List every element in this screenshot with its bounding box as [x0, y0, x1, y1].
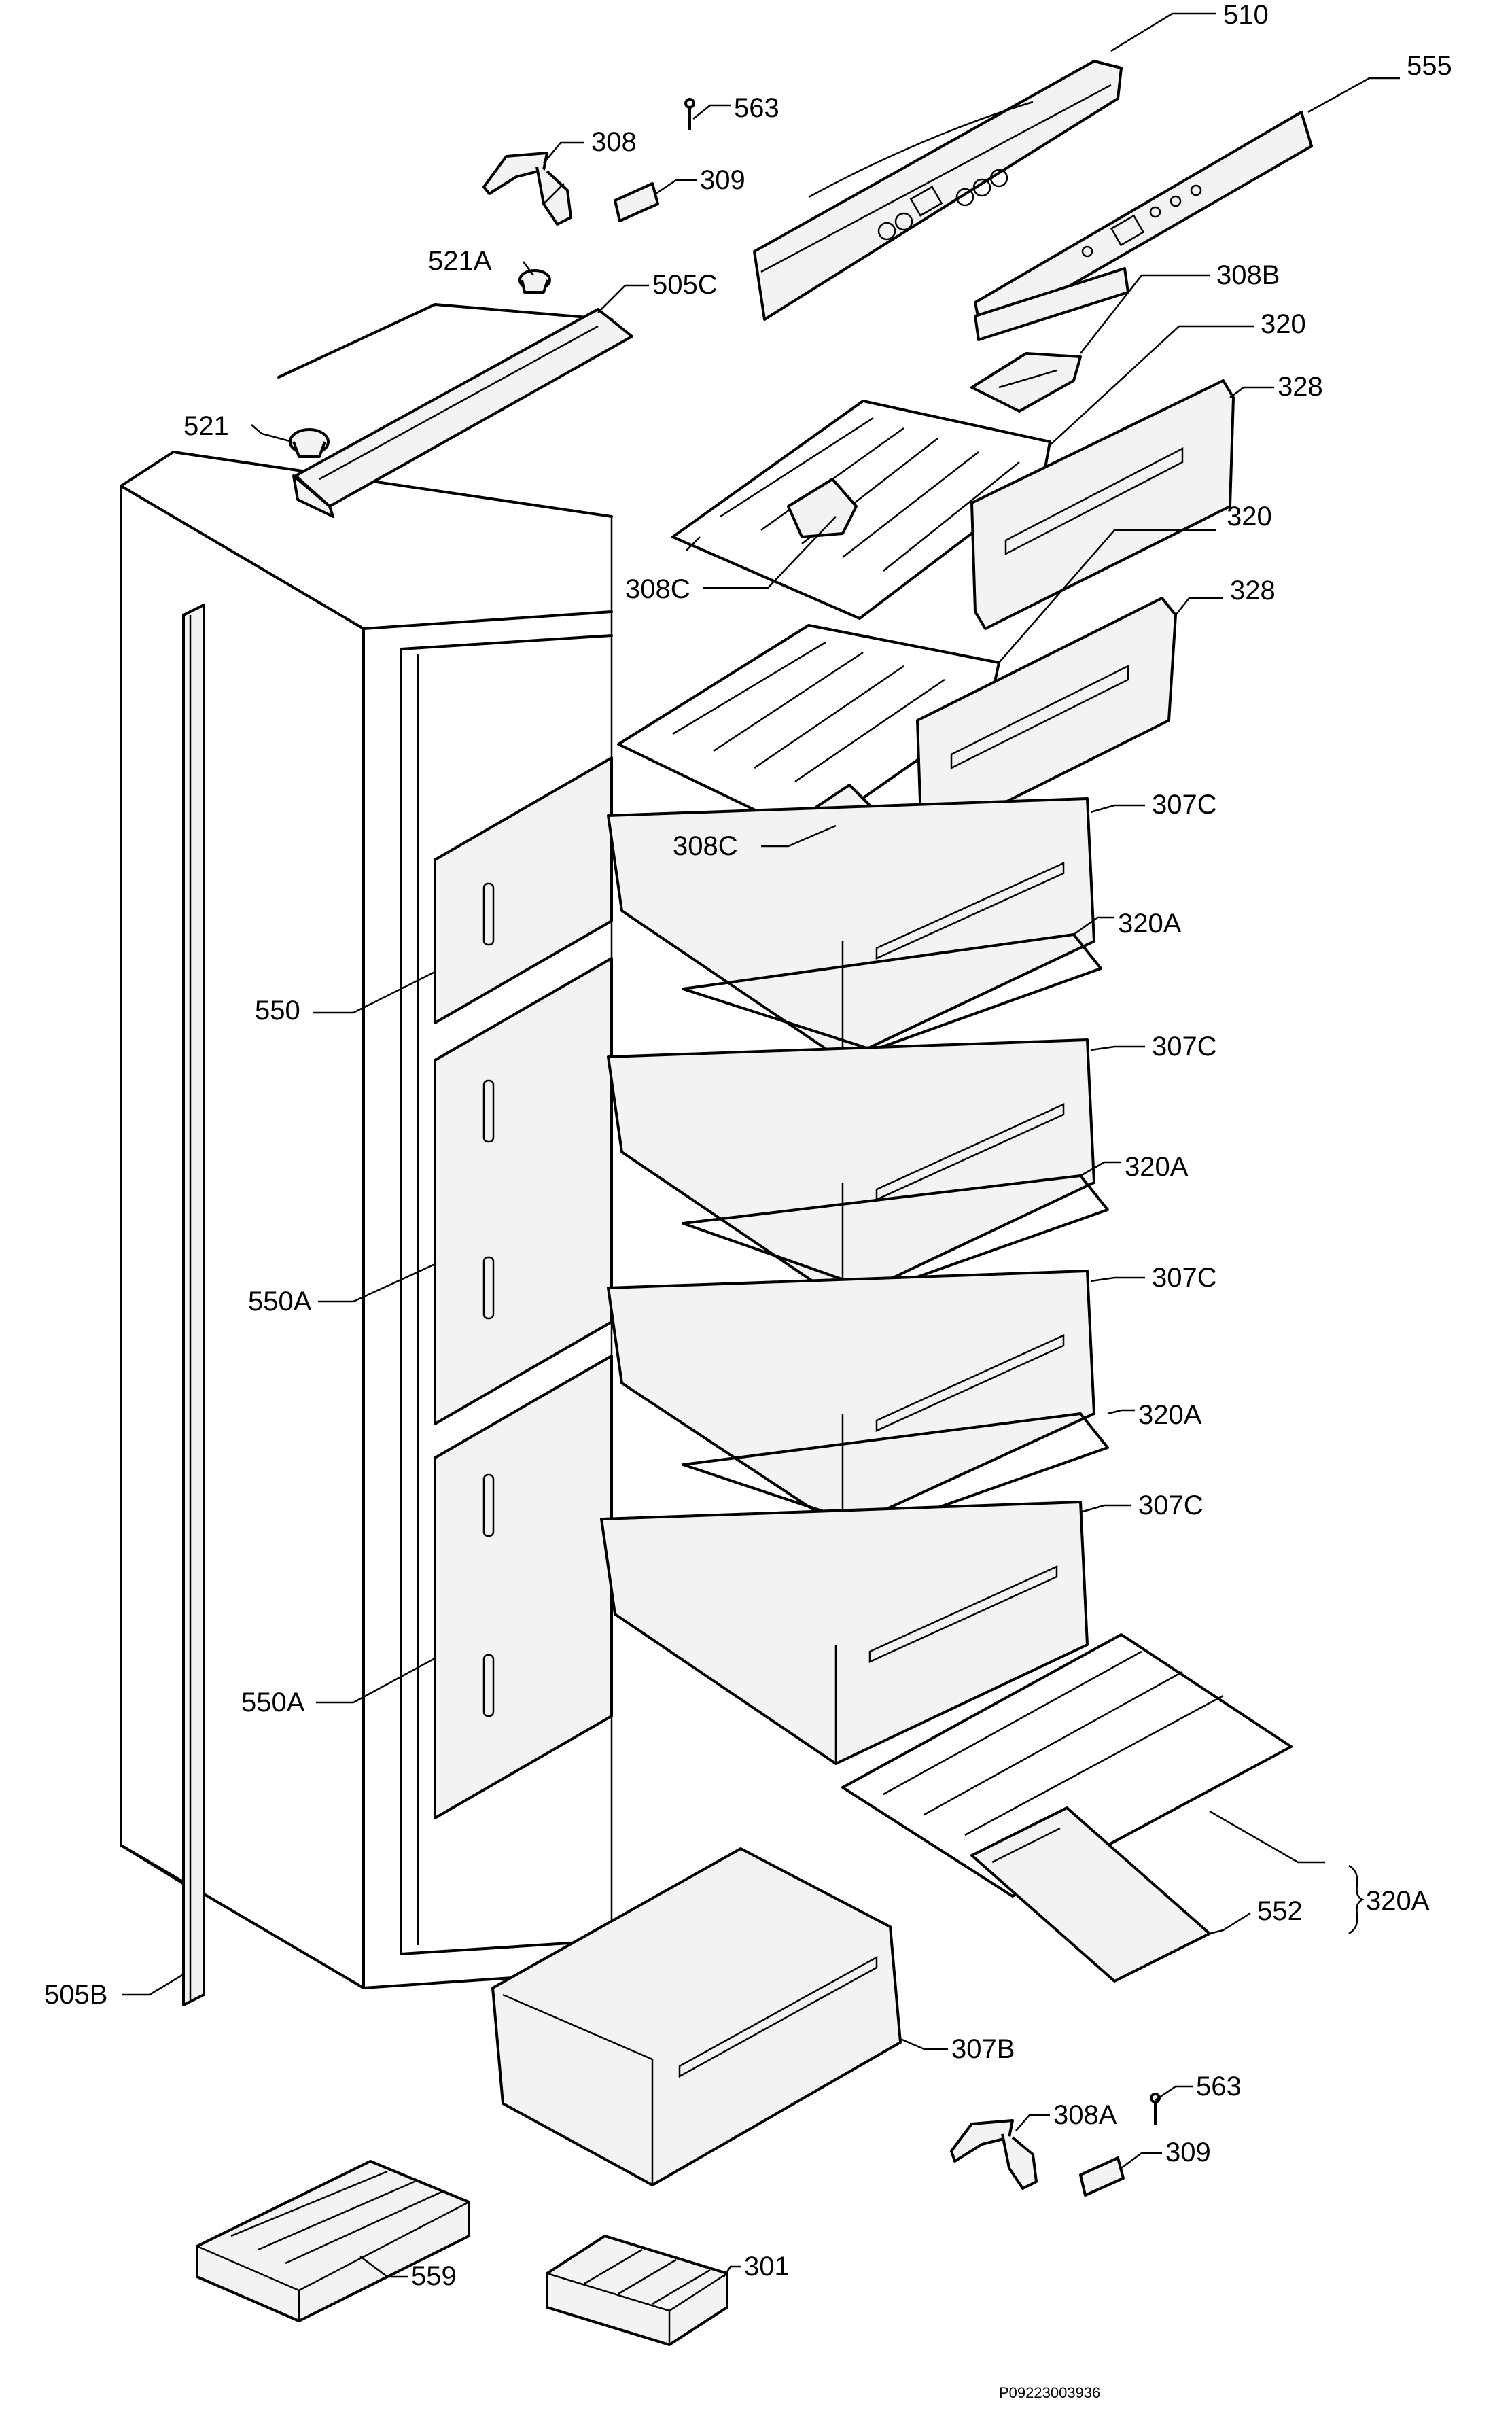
- control-panel-510: [753, 60, 1123, 321]
- label-307c-4: 307C: [1138, 1490, 1203, 1520]
- label-320-mid: 320: [1227, 502, 1272, 531]
- label-309-top: 309: [700, 165, 745, 195]
- label-308b: 308B: [1216, 260, 1280, 290]
- ice-cube-tray-301: [546, 2235, 728, 2346]
- label-307b: 307B: [951, 2034, 1015, 2064]
- door-hinge-308a: [950, 2119, 1038, 2190]
- label-320a-1: 320A: [1118, 909, 1182, 939]
- label-550a-lower: 550A: [241, 1688, 305, 1717]
- label-308: 308: [591, 127, 637, 157]
- drawer-307c-3: [607, 1270, 1095, 1531]
- label-320-top: 320: [1261, 309, 1306, 339]
- label-505b: 505B: [44, 1980, 107, 2010]
- liner-panel-550: [434, 756, 613, 1024]
- hinge-cap-521a: [518, 269, 551, 294]
- label-307c-1: 307C: [1152, 790, 1217, 820]
- screw-563-top: [684, 98, 695, 130]
- freezer-cabinet: [120, 451, 613, 1989]
- label-521a: 521A: [428, 246, 492, 276]
- leader-lines: [122, 12, 1400, 2278]
- label-320a-bottom: 320A: [1366, 1886, 1430, 1916]
- liner-panel-550a-upper: [434, 957, 613, 1425]
- wire-shelf-320a-2: [682, 1174, 1109, 1293]
- label-307c-2: 307C: [1152, 1032, 1217, 1062]
- wire-shelf-320a-bottom: [841, 1633, 1293, 1898]
- label-550: 550: [255, 996, 300, 1026]
- wire-shelf-320a-1: [682, 933, 1102, 1051]
- door-hinge-308: [482, 152, 572, 226]
- label-328-mid: 328: [1230, 576, 1276, 606]
- label-301: 301: [744, 2252, 790, 2282]
- drawer-307c-2: [607, 1038, 1095, 1303]
- hinge-cap-521: [289, 428, 330, 458]
- label-510: 510: [1223, 0, 1269, 30]
- wire-shelf-320a-3: [682, 1412, 1109, 1531]
- door-gasket-strip: [182, 604, 205, 2006]
- liner-panel-550a-lower: [434, 1355, 613, 1819]
- label-308c-upper: 308C: [625, 574, 690, 604]
- label-505c: 505C: [652, 270, 718, 300]
- label-563-bottom: 563: [1196, 2072, 1242, 2101]
- shelf-clip-320: [970, 352, 1082, 413]
- label-550a-upper: 550A: [248, 1287, 312, 1316]
- label-309-bottom: 309: [1165, 2137, 1211, 2167]
- label-521: 521: [183, 411, 229, 441]
- label-320a-3: 320A: [1138, 1400, 1202, 1430]
- hinge-cover-309-top: [614, 182, 659, 222]
- drawing-code: P09223003936: [999, 2384, 1100, 2401]
- label-555: 555: [1407, 51, 1452, 81]
- drawer-307c-4: [600, 1501, 1089, 1765]
- label-307c-3: 307C: [1152, 1263, 1217, 1293]
- label-308c-lower: 308C: [673, 831, 738, 861]
- shelf-clip-308c-upper: [787, 478, 858, 538]
- freezer-flap-328-upper: [970, 379, 1235, 630]
- label-328-top: 328: [1278, 372, 1323, 402]
- label-563-top: 563: [734, 93, 779, 123]
- drawer-307b: [491, 1847, 902, 2186]
- hinge-cover-309-bottom: [1079, 2156, 1125, 2197]
- part-labels: 510 555 563 308 309 521A 505C 308B 320 3…: [44, 0, 1452, 2401]
- label-308a: 308A: [1053, 2100, 1117, 2130]
- label-320a-2: 320A: [1125, 1152, 1189, 1182]
- top-hinge-plate: [277, 303, 633, 518]
- ice-tray-lid-559: [196, 2160, 470, 2322]
- label-559: 559: [411, 2261, 457, 2291]
- label-552: 552: [1257, 1896, 1303, 1926]
